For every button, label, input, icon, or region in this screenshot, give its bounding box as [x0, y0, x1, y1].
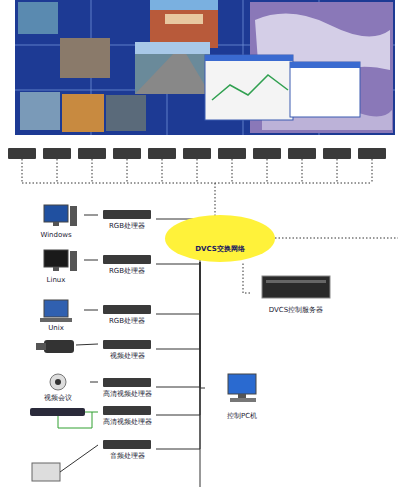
node-label: RGB处理器 — [109, 222, 145, 230]
connector-line — [156, 262, 200, 264]
node-label: RGB处理器 — [109, 317, 145, 325]
workstation-icon — [40, 300, 72, 322]
bus-line — [200, 262, 201, 487]
meeting-photo — [150, 0, 218, 48]
control-pc-icon — [228, 374, 256, 402]
node-label: DVCS交换网络 — [195, 245, 245, 253]
pc-icon — [44, 205, 77, 226]
source-pc: Unix — [28, 298, 84, 332]
node-label: 高清视频处理器 — [103, 418, 152, 426]
node-label: Unix — [48, 324, 64, 332]
source-camera: 视频会议 — [26, 372, 90, 402]
connector-line — [84, 310, 98, 311]
processor-box: 音频处理器 — [98, 438, 156, 460]
node-label: 视频处理器 — [110, 352, 145, 360]
node-label: RGB处理器 — [109, 267, 145, 275]
connector-line — [156, 262, 200, 349]
node-label: 高清视频处理器 — [103, 390, 152, 398]
wall-photo — [20, 92, 60, 130]
pc-icon — [44, 250, 77, 271]
processor-box: RGB处理器 — [98, 208, 156, 230]
node-label: DVCS控制服务器 — [269, 306, 323, 314]
conference-camera-icon — [50, 374, 66, 390]
connector-line — [200, 262, 205, 388]
wall-photo — [106, 95, 146, 131]
connector-line — [243, 262, 250, 293]
dvd-player-icon — [30, 408, 85, 416]
screen-window — [205, 55, 293, 120]
control-pc: 控制PC机 — [205, 370, 279, 420]
connector-line — [90, 382, 98, 383]
connector-line — [156, 262, 200, 449]
source-wires — [58, 344, 98, 472]
source-pc: Linux — [28, 248, 84, 284]
processor-box: RGB处理器 — [98, 253, 156, 275]
server-device — [262, 276, 330, 298]
processor-box: 高清视频处理器 — [98, 404, 156, 426]
node-label: Windows — [40, 231, 71, 239]
node-label: 视频会议 — [44, 394, 72, 402]
processor-box: 高清视频处理器 — [98, 376, 156, 398]
connector-line — [156, 262, 200, 387]
wall-grid — [15, 0, 395, 135]
connector-line — [156, 262, 200, 415]
node-label: 控制PC机 — [227, 412, 257, 420]
wall-photo — [62, 94, 104, 132]
camera-icon — [36, 340, 74, 353]
connector-line — [156, 262, 200, 314]
connector-line — [84, 260, 98, 261]
wall-processors — [8, 148, 386, 159]
highway-photo — [135, 42, 210, 94]
audio-device-icon — [32, 463, 60, 481]
source-pc: Windows — [28, 203, 84, 239]
video-wall — [15, 0, 395, 135]
screen-window — [290, 62, 360, 117]
wall-photo — [18, 2, 58, 34]
processor-box: 视频处理器 — [98, 338, 156, 360]
server-box: DVCS控制服务器 — [250, 272, 342, 314]
node-label: Linux — [47, 276, 66, 284]
node-label: 音频处理器 — [110, 452, 145, 460]
wall-photo — [60, 38, 110, 78]
connector-line — [84, 215, 98, 216]
switch-ellipse: DVCS交换网络 — [165, 215, 275, 262]
processor-box: RGB处理器 — [98, 303, 156, 325]
processor-devices — [103, 210, 151, 449]
